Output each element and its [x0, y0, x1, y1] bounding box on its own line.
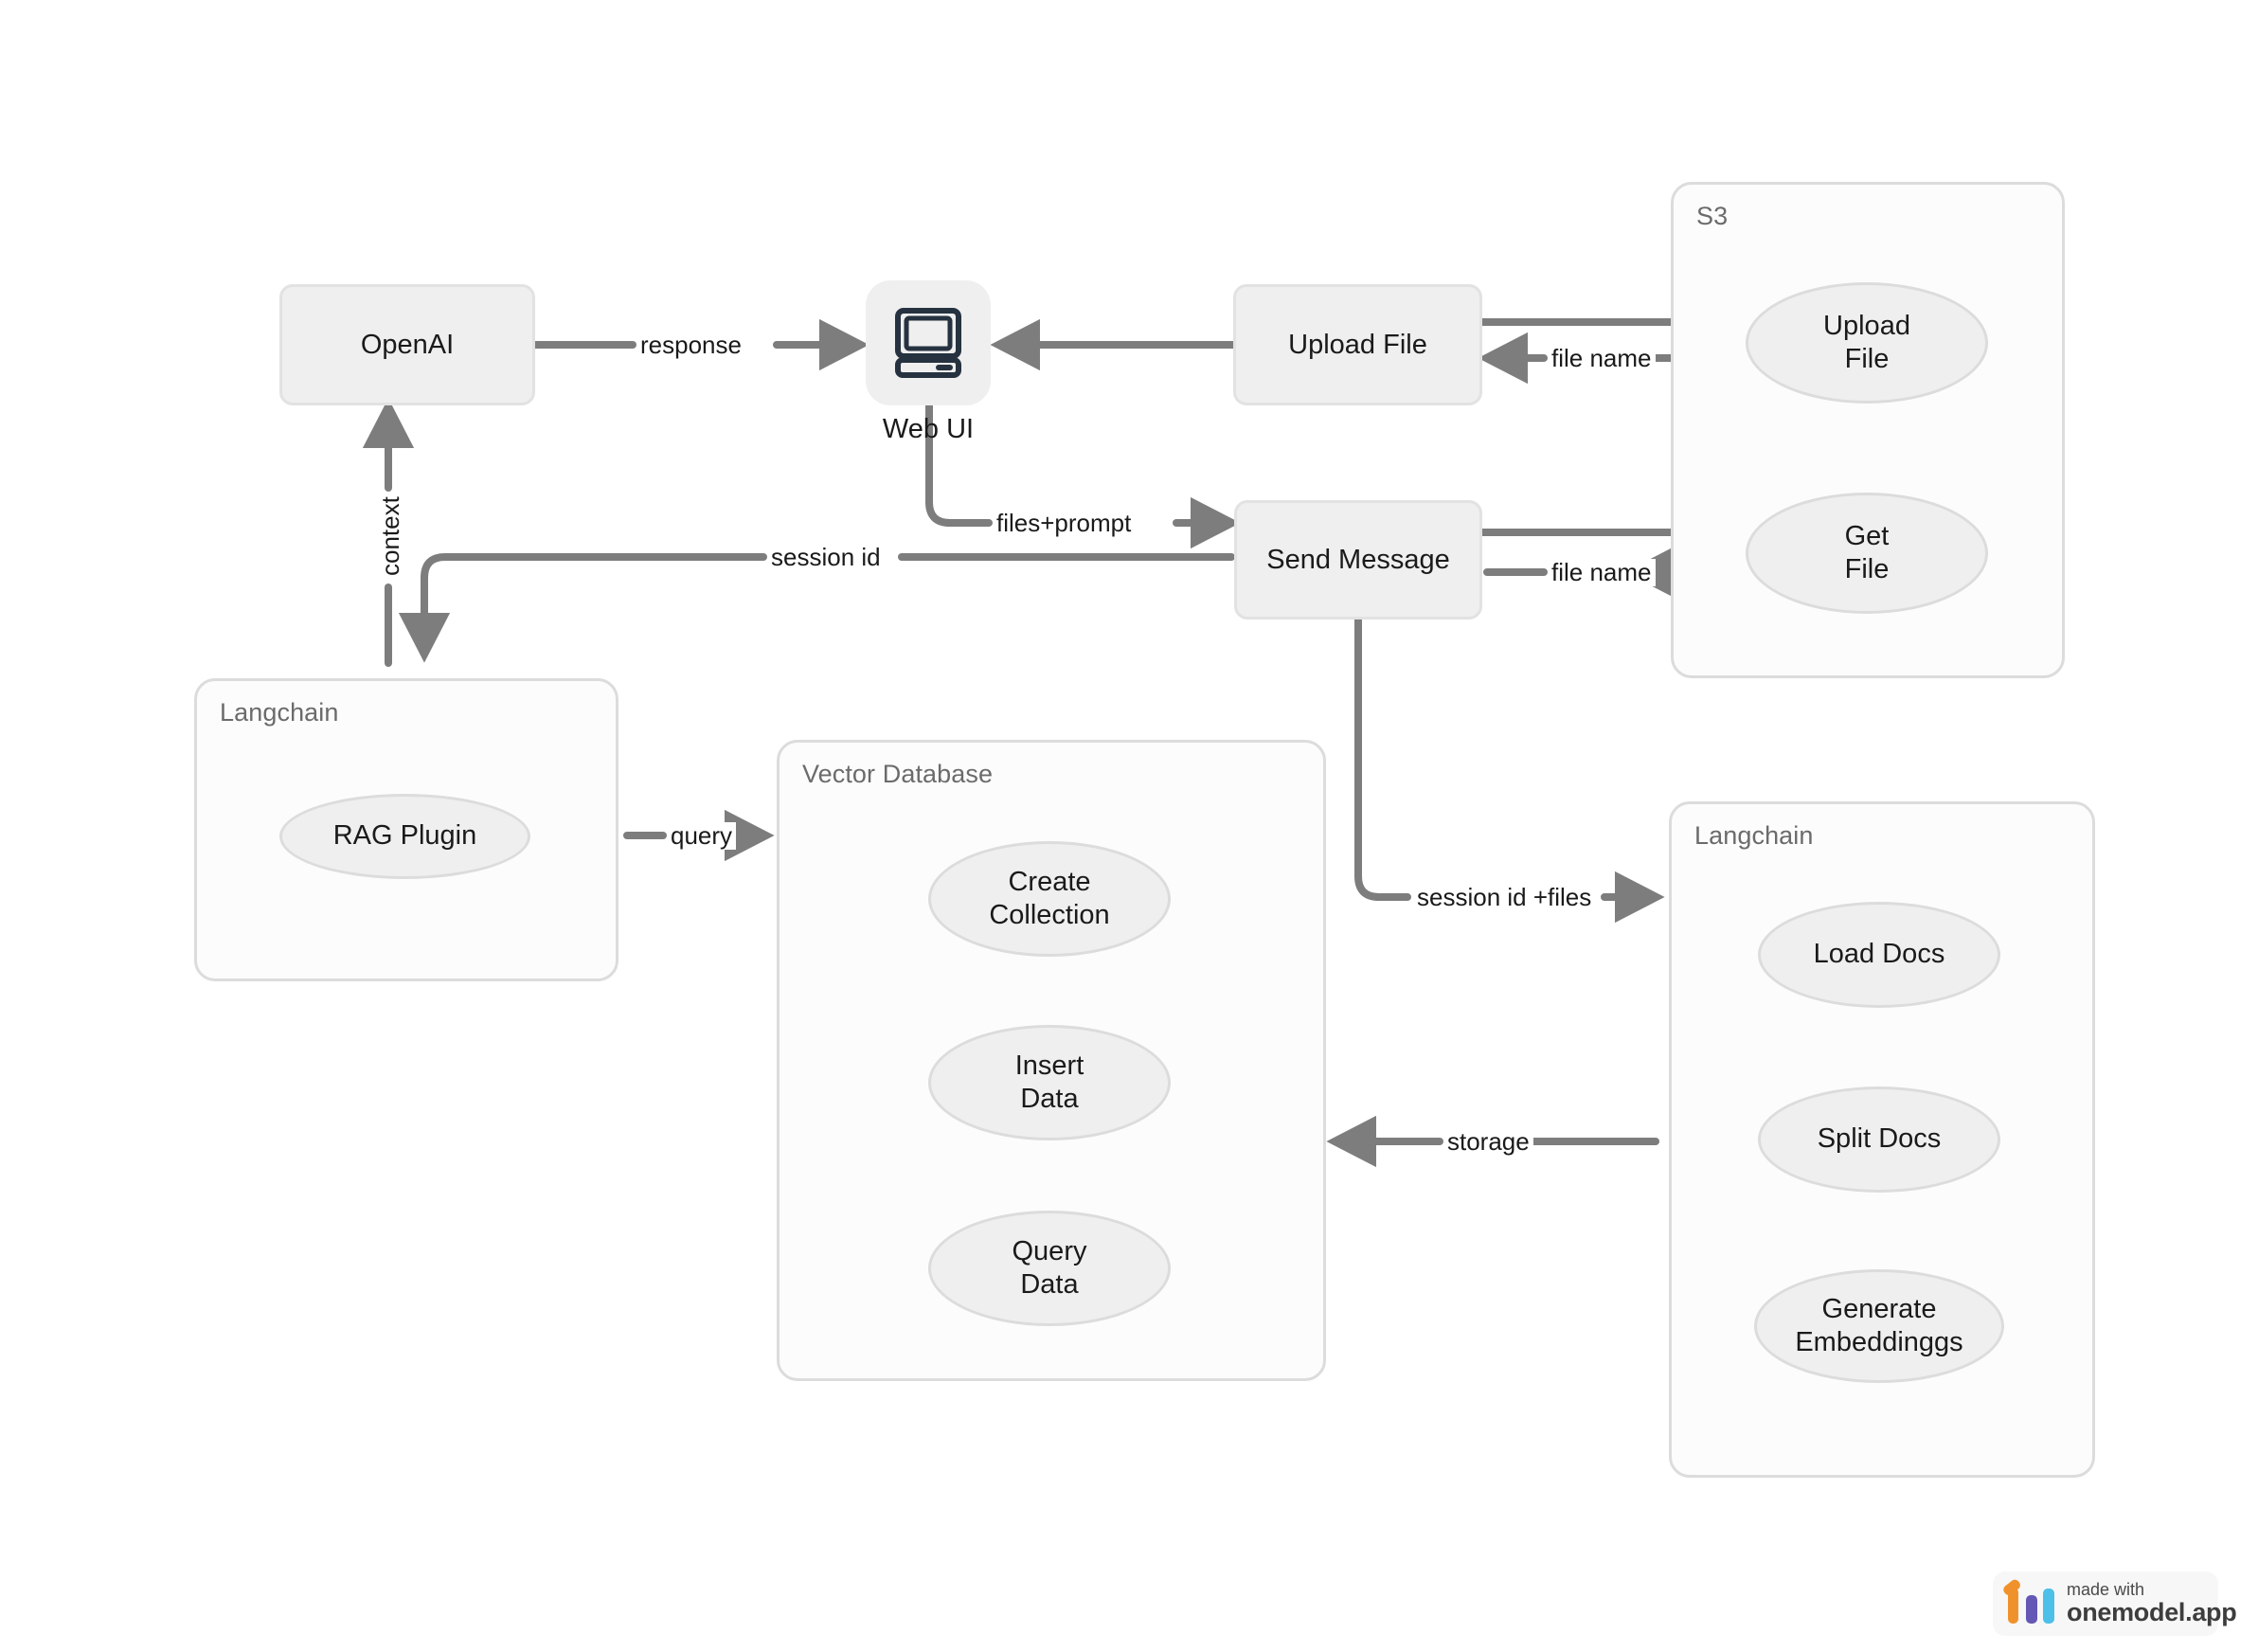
- node-generate-embeddings[interactable]: Generate Embeddinggs: [1754, 1269, 2004, 1383]
- edge-label-session-id-files: session id +files: [1413, 884, 1596, 911]
- node-create-collection[interactable]: Create Collection: [928, 841, 1171, 957]
- node-load-docs-label: Load Docs: [1813, 939, 1945, 970]
- edge-label-context: context: [376, 493, 404, 580]
- node-insert-data[interactable]: Insert Data: [928, 1025, 1171, 1140]
- node-generate-embeddings-label: Generate Embeddinggs: [1795, 1293, 1963, 1357]
- watermark-brand: onemodel.app: [2067, 1598, 2237, 1627]
- node-s3-upload-file[interactable]: Upload File: [1746, 282, 1988, 404]
- edge-label-file-name-upload: file name: [1548, 345, 1656, 372]
- node-s3-get-file[interactable]: Get File: [1746, 493, 1988, 614]
- node-query-data[interactable]: Query Data: [928, 1211, 1171, 1326]
- edge-label-session-id: session id: [767, 544, 885, 571]
- group-langchain-right-title: Langchain: [1694, 821, 1814, 850]
- node-web-ui-label: Web UI: [882, 414, 975, 444]
- watermark-made-with: made with: [2067, 1580, 2145, 1600]
- node-load-docs[interactable]: Load Docs: [1758, 902, 2000, 1008]
- group-s3-title: S3: [1696, 202, 1729, 230]
- node-s3-get-file-label: Get File: [1844, 520, 1890, 584]
- node-openai-label: OpenAI: [360, 329, 455, 360]
- node-split-docs[interactable]: Split Docs: [1758, 1086, 2000, 1193]
- node-send-message[interactable]: Send Message: [1234, 500, 1482, 620]
- node-insert-data-label: Insert Data: [1014, 1050, 1084, 1114]
- node-rag-plugin[interactable]: RAG Plugin: [279, 794, 530, 879]
- desktop-computer-icon: [895, 308, 961, 378]
- node-openai[interactable]: OpenAI: [279, 284, 535, 405]
- edge-label-query: query: [667, 822, 737, 850]
- node-web-ui[interactable]: [866, 280, 991, 405]
- edge-label-files-prompt: files+prompt: [993, 510, 1136, 537]
- edge-label-file-name-get: file name: [1548, 559, 1656, 586]
- node-query-data-label: Query Data: [1012, 1235, 1087, 1300]
- edge-label-storage: storage: [1443, 1128, 1533, 1156]
- group-vector-database-title: Vector Database: [802, 760, 994, 788]
- node-send-message-label: Send Message: [1266, 544, 1450, 575]
- node-rag-plugin-label: RAG Plugin: [332, 820, 477, 852]
- node-create-collection-label: Create Collection: [989, 866, 1110, 930]
- edge-label-response: response: [636, 332, 745, 359]
- node-s3-upload-file-label: Upload File: [1823, 310, 1910, 374]
- watermark-onemodel[interactable]: made with onemodel.app: [1993, 1571, 2237, 1636]
- node-split-docs-label: Split Docs: [1817, 1123, 1942, 1155]
- node-upload-file[interactable]: Upload File: [1233, 284, 1482, 405]
- node-upload-file-label: Upload File: [1288, 329, 1427, 360]
- group-langchain-left-title: Langchain: [220, 698, 339, 727]
- onemodel-logo-icon: [2001, 1577, 2055, 1624]
